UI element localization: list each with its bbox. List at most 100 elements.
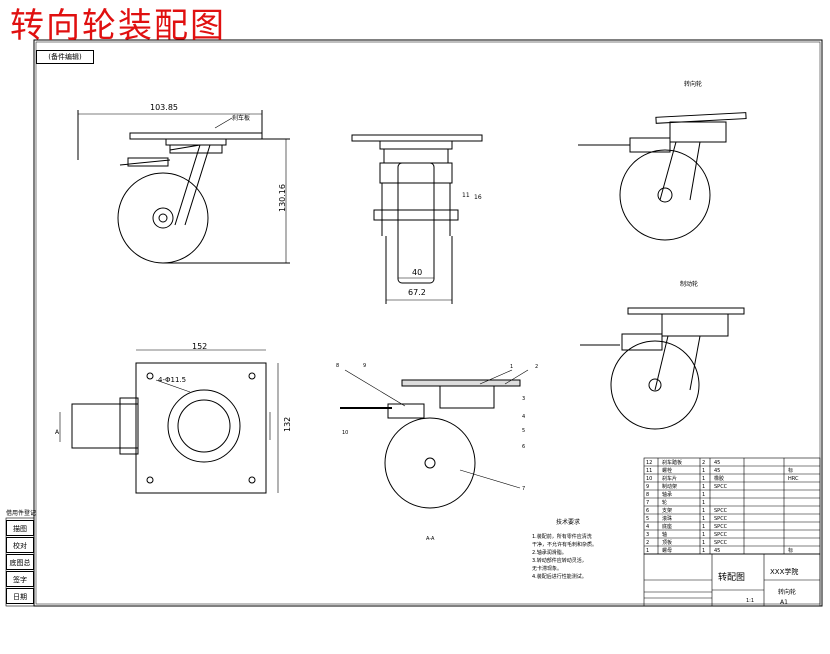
title-part: 转向轮 <box>778 588 796 596</box>
mid-right-view-label: 制动轮 <box>680 280 698 288</box>
bom-cell-no: 4 <box>646 524 649 530</box>
dim-axle-label: 11 <box>462 192 470 199</box>
side-label: 签字 <box>6 571 34 587</box>
bom-cell-no: 7 <box>646 500 649 506</box>
brake-view-right <box>580 307 745 430</box>
dim-height: 130.16 <box>278 184 287 212</box>
swivel-view-right <box>578 112 747 241</box>
tech-heading: 技术要求 <box>556 518 580 526</box>
bom-cell-qty: 1 <box>702 532 705 538</box>
plate-view <box>59 349 279 494</box>
callout-10: 10 <box>342 430 348 436</box>
bom-cell-name: 顶板 <box>662 539 672 546</box>
bom-cell-mat: SPCC <box>714 484 728 490</box>
side-label: 校对 <box>6 537 34 553</box>
bom-cell-mat: 45 <box>714 468 720 474</box>
title-block <box>643 553 821 607</box>
dim-axle-width: 40 <box>412 268 422 277</box>
side-label: 日期 <box>6 588 34 604</box>
bom-cell-name: 轴 <box>662 531 667 538</box>
dim-plate-height: 132 <box>283 417 292 432</box>
dim-axle-label2: 16 <box>474 194 482 201</box>
dim-overall-width: 67.2 <box>408 288 426 297</box>
brake-note: 刹车板 <box>232 114 250 122</box>
side-label: 底图总号 <box>6 554 34 583</box>
callout-2: 2 <box>535 364 538 370</box>
bom-cell-mat: SPCC <box>714 540 728 546</box>
top-right-view-label: 转向轮 <box>684 80 702 88</box>
hole-note: 4-Φ11.5 <box>158 376 186 384</box>
callout-4: 4 <box>522 414 525 420</box>
inner-frame <box>35 41 821 605</box>
bom-cell-qty: 1 <box>702 508 705 514</box>
callout-1: 1 <box>510 364 513 370</box>
bom-cell-name: 刹车踏板 <box>662 459 682 466</box>
callout-5: 5 <box>522 428 525 434</box>
bom-cell-mat: SPCC <box>714 524 728 530</box>
callout-7: 7 <box>522 486 525 492</box>
side-view-left <box>77 110 290 264</box>
bom-cell-note: 标 <box>788 547 793 554</box>
callout-9: 9 <box>363 363 366 369</box>
tech-requirements: 技术要求 1.装配前，所有零件应清洗 干净，不允许有毛刺和杂质。 2.轴承润滑脂… <box>532 518 597 580</box>
title-drawing-name: 转配图 <box>718 571 745 583</box>
dim-plate-width: 152 <box>192 342 207 351</box>
tech-line: 1.装配前，所有零件应清洗 <box>532 533 592 540</box>
bom-cell-qty: 1 <box>702 524 705 530</box>
callout-6: 6 <box>522 444 525 450</box>
stamp-box: (备件编辑) <box>36 50 94 64</box>
drawing-title: 转向轮装配图 <box>10 6 226 46</box>
title-school: XXX学院 <box>770 567 798 576</box>
front-view <box>351 134 483 304</box>
outer-frame <box>33 39 823 607</box>
bom-cell-mat: SPCC <box>714 516 728 522</box>
bom-cell-note: HRC <box>788 476 799 482</box>
bom-cell-name: 螺母 <box>662 547 672 554</box>
bom-cell-no: 11 <box>646 468 652 474</box>
title-sheet: A1 <box>780 599 788 606</box>
bom-cell-no: 1 <box>646 548 649 554</box>
tech-line: 4.装配后进行性能测试。 <box>532 573 587 580</box>
bom-cell-name: 滚珠 <box>662 515 672 522</box>
tech-line: 无卡滞现象。 <box>532 565 562 572</box>
bom-cell-name: 轴承 <box>662 491 672 498</box>
bom-cell-no: 3 <box>646 532 649 538</box>
side-label: 借用件登记 <box>6 510 37 517</box>
bom-cell-name: 支架 <box>662 507 672 514</box>
bom-cell-qty: 1 <box>702 468 705 474</box>
bom-cell-no: 12 <box>646 460 652 466</box>
section-label: A-A <box>426 536 435 542</box>
bom-cell-qty: 1 <box>702 500 705 506</box>
bom-cell-note: 标 <box>788 467 793 474</box>
callout-3: 3 <box>522 396 525 402</box>
bom-cell-name: 刹车片 <box>662 475 677 482</box>
bom-cell-mat: SPCC <box>714 532 728 538</box>
bom-cell-name: 制动架 <box>662 483 677 490</box>
tech-line: 3.转动部件应转动灵活， <box>532 557 587 564</box>
side-label: 描图 <box>6 520 34 536</box>
dim-top-width: 103.85 <box>150 103 178 112</box>
tech-line: 2.轴承润滑脂。 <box>532 549 567 556</box>
bom-cell-name: 底座 <box>662 523 672 530</box>
bom-cell-qty: 1 <box>702 548 705 554</box>
bom-cell-mat: 45 <box>714 460 720 466</box>
bom-cell-no: 6 <box>646 508 649 514</box>
bom-cell-no: 8 <box>646 492 649 498</box>
bom-cell-qty: 2 <box>702 460 705 466</box>
bom-cell-qty: 1 <box>702 492 705 498</box>
bom-cell-no: 5 <box>646 516 649 522</box>
bom-cell-no: 10 <box>646 476 652 482</box>
bom-cell-mat: 橡胶 <box>714 475 724 482</box>
bom-cell-mat: SPCC <box>714 508 728 514</box>
bom-cell-no: 2 <box>646 540 649 546</box>
bom-cell-name: 轮 <box>662 499 667 506</box>
bom-cell-mat: 45 <box>714 548 720 554</box>
bom-cell-qty: 1 <box>702 476 705 482</box>
bom-cell-name: 螺栓 <box>662 467 672 474</box>
view-marker-a: A <box>55 429 60 436</box>
bom-cell-no: 9 <box>646 484 649 490</box>
callout-8: 8 <box>336 363 339 369</box>
bom-cell-qty: 1 <box>702 540 705 546</box>
